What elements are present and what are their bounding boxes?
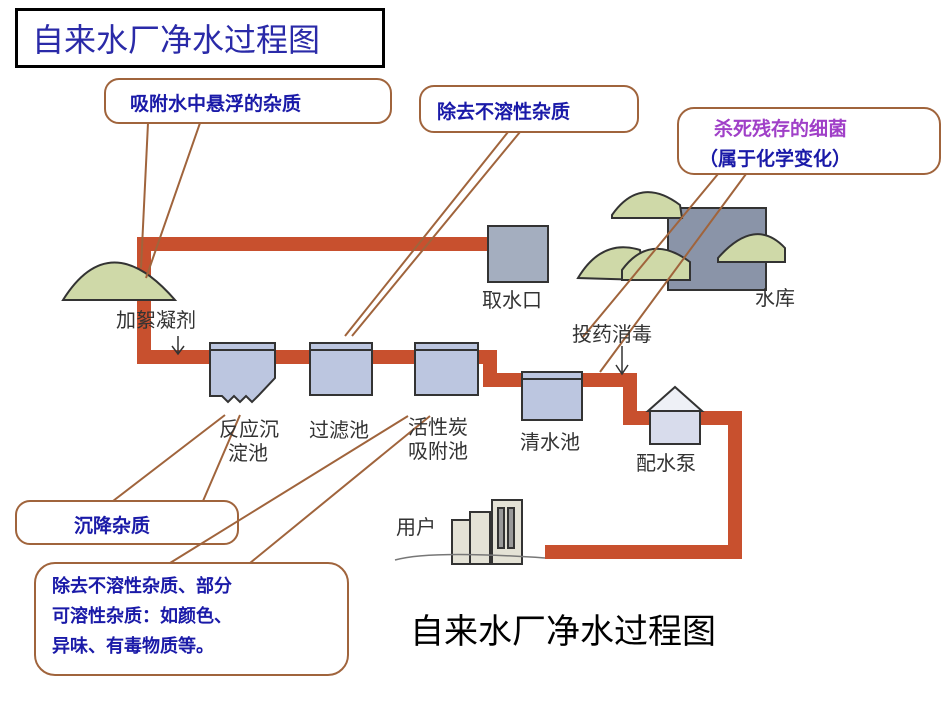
callout-carbon-line1: 除去不溶性杂质、部分 [52,576,232,597]
callout-disinfect [677,107,941,175]
label-intake: 取水口 [482,288,542,312]
callout-carbon-text: 除去不溶性杂质、部分 可溶性杂质：如颜色、 异味、有毒物质等。 [52,572,342,662]
clear-water-tank [521,371,583,421]
pipe-segment [582,373,650,425]
pump-house [645,385,705,445]
title-box: 自来水厂净水过程图 [15,8,385,68]
coagulant-arrow [171,336,185,356]
user-buildings [394,499,546,565]
callout-adsorb [104,78,392,124]
label-coagulant: 加絮凝剂 [116,308,196,332]
tree [717,233,786,263]
callout-carbon [34,562,349,676]
bottom-title: 自来水厂净水过程图 [410,612,716,652]
label-carbon-1: 活性炭 [408,415,468,439]
label-filter-tank: 过滤池 [309,418,369,442]
label-disinfect: 投药消毒 [572,322,652,346]
filter-tank [309,342,373,396]
label-reaction-1: 反应沉 [219,417,279,441]
reaction-settling-tank [209,342,276,404]
tree [611,191,684,219]
reservoir [576,191,786,291]
callout-disinfect-line2: （属于化学变化） [699,148,852,170]
pipe-intake [137,237,495,364]
label-carbon-2: 吸附池 [408,439,468,463]
label-user: 用户 [396,515,436,539]
label-reservoir: 水库 [755,286,795,310]
label-clear-tank: 清水池 [520,430,580,454]
carbon-tank [414,342,479,396]
callout-settle-text: 沉降杂质 [74,515,151,537]
callout-settle [15,500,239,545]
intake-box [487,225,549,283]
pipe-segment [478,350,522,387]
pipeline [137,237,742,559]
callout-filter-text: 除去不溶性杂质 [437,101,571,123]
callout-disinfect-line1: 杀死残存的细菌 [714,118,848,140]
callout-filter [419,85,639,133]
label-reaction-2: 淀池 [228,441,268,465]
callout-carbon-line3: 异味、有毒物质等。 [52,636,214,657]
coagulant-hill [61,261,178,301]
label-pump: 配水泵 [636,451,696,475]
callouts [15,78,941,676]
page-title: 自来水厂净水过程图 [32,21,321,59]
disinfect-arrow [615,346,629,376]
callout-carbon-line2: 可溶性杂质：如颜色、 [52,606,232,627]
pipe-out [545,411,742,559]
callout-adsorb-text: 吸附水中悬浮的杂质 [130,93,302,115]
